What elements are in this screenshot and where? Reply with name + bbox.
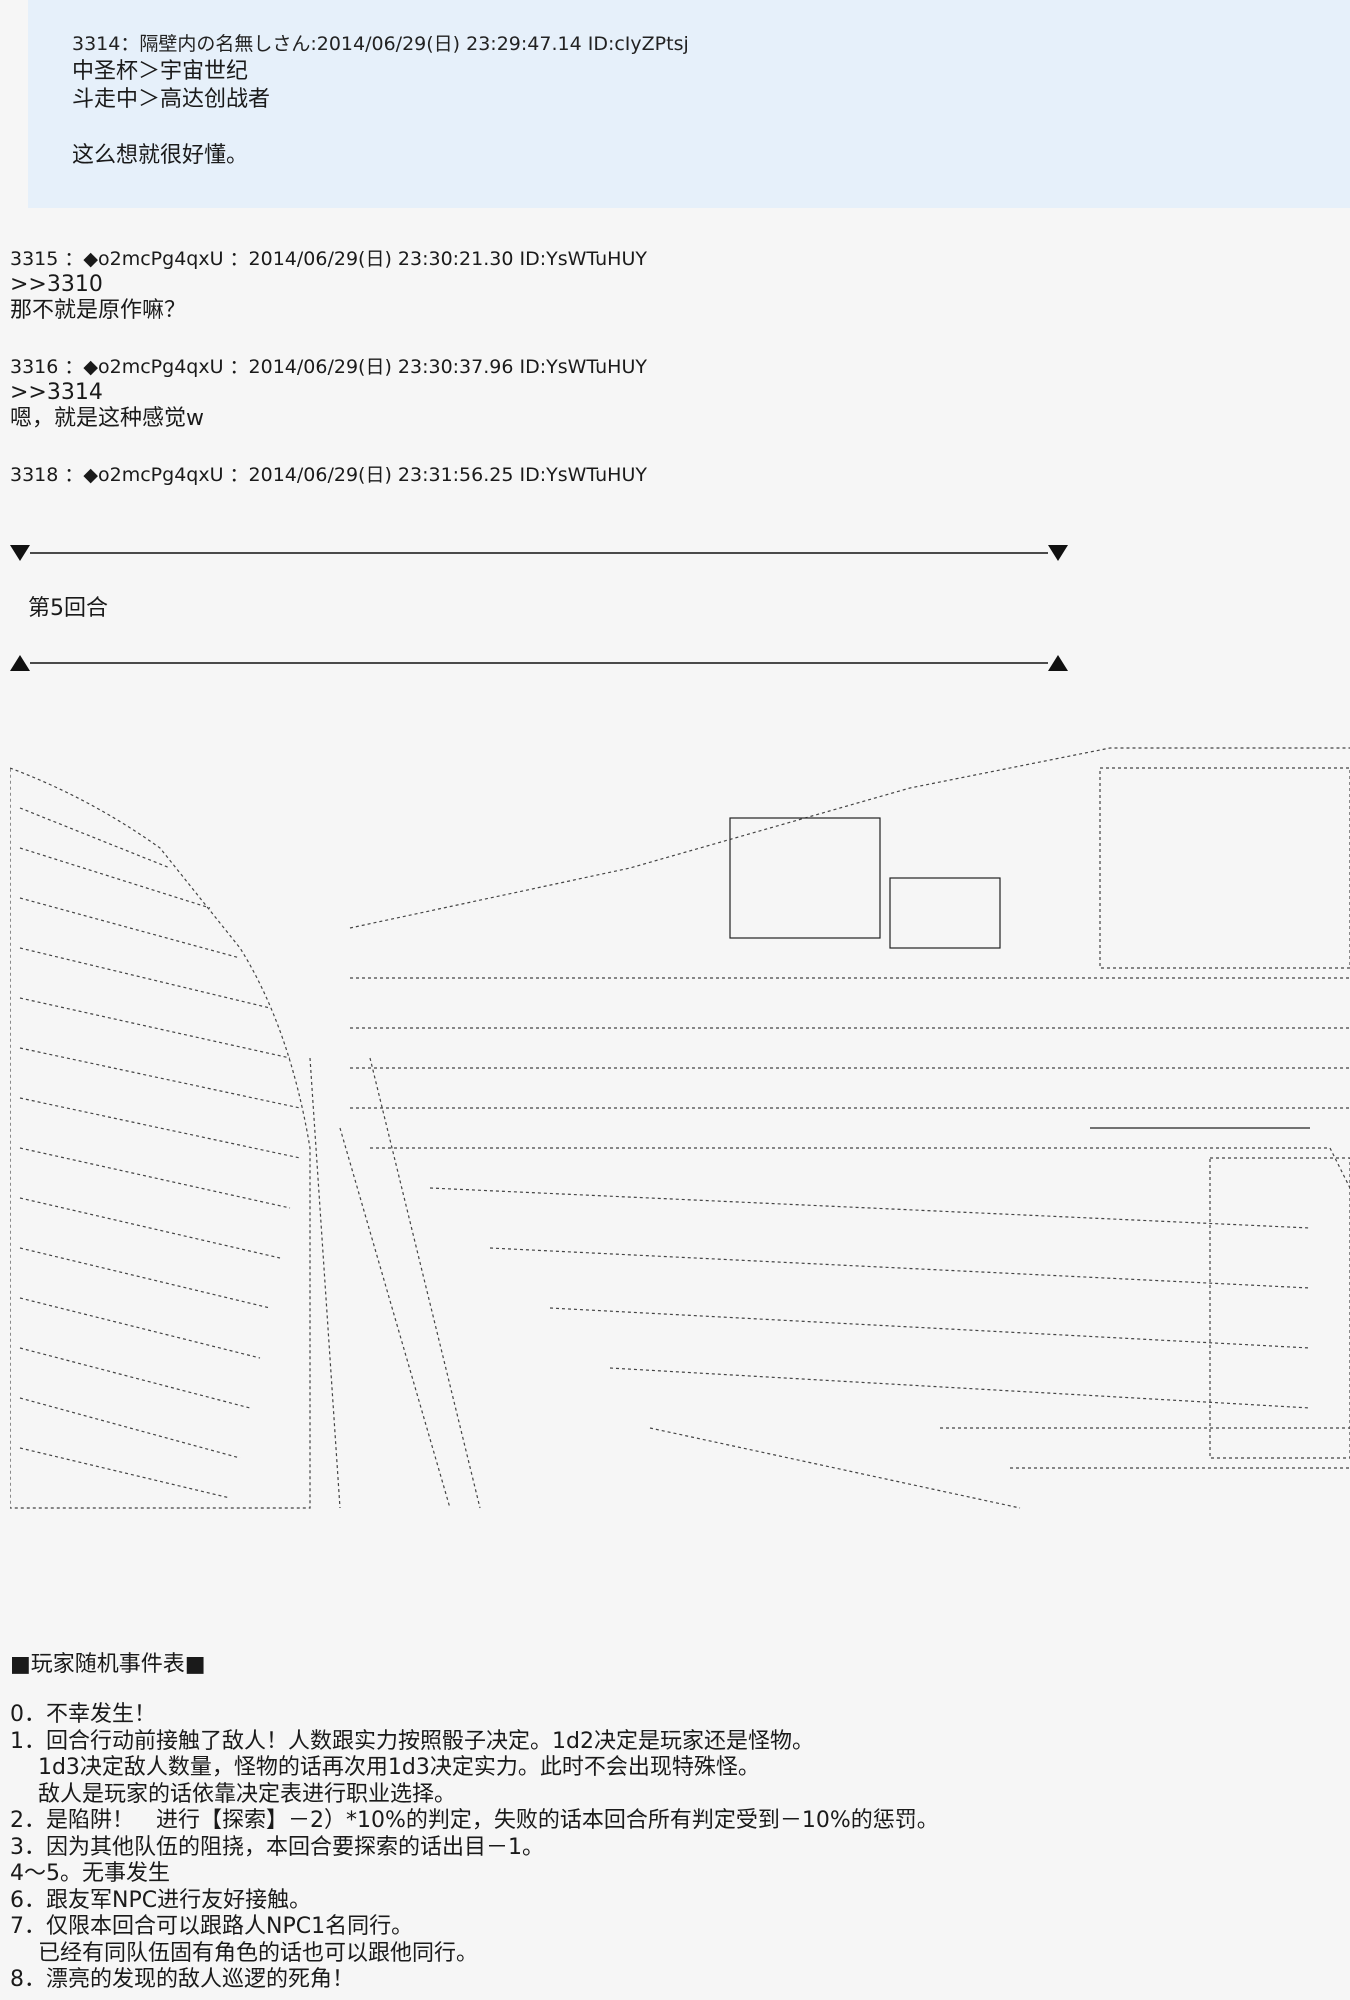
up-triangle-icon [10,655,30,671]
ascii-art-ruins-illustration [10,747,1350,1509]
event-item: 4～5。无事发生 [10,1861,170,1886]
quoted-post-line: 中圣杯＞宇宙世纪 [72,59,249,84]
post-3318: 3318 ：◆o2mcPg4qxU ：2014/06/29(日) 23:31:5… [10,462,647,488]
event-item: 已经有同队伍固有角色的话也可以跟他同行。 [10,1940,478,1966]
event-item: 7．仅限本回合可以跟路人NPC1名同行。 [10,1914,414,1939]
reply-anchor-link[interactable]: >>3310 [10,272,103,297]
round-title: 第5回合 [28,596,108,621]
post-header: 3316 ：◆o2mcPg4qxU ：2014/06/29(日) 23:30:3… [10,356,647,378]
event-list: 0．不幸发生！ 1．回合行动前接触了敌人！人数跟实力按照骰子决定。1d2决定是玩… [10,1702,939,1994]
reply-anchor-link[interactable]: >>3314 [10,380,103,405]
post-body: 嗯，就是这种感觉w [10,406,204,431]
event-item: 0．不幸发生！ [10,1702,156,1727]
event-item: 8．漂亮的发现的敌人巡逻的死角！ [10,1967,354,1992]
quoted-post-line: 这么想就很好懂。 [72,143,249,168]
divider-top [10,545,1068,561]
post-header: 3315 ：◆o2mcPg4qxU ：2014/06/29(日) 23:30:2… [10,248,647,270]
quoted-post-content: 3314：隔壁内の名無しさん:2014/06/29(日) 23:29:47.14… [72,30,689,170]
event-item: 敌人是玩家的话依靠决定表进行职业选择。 [10,1781,456,1807]
post-header: 3318 ：◆o2mcPg4qxU ：2014/06/29(日) 23:31:5… [10,464,647,486]
divider-bottom [10,655,1068,671]
event-item: 3．因为其他队伍的阻挠，本回合要探索的话出目－1。 [10,1834,544,1860]
event-item: 1d3决定敌人数量，怪物的话再次用1d3决定实力。此时不会出现特殊怪。 [10,1755,760,1780]
event-table-title: ■玩家随机事件表■ [10,1652,206,1677]
post-body: 那不就是原作嘛？ [10,298,187,323]
quoted-post-line: ​ [72,114,689,142]
event-item: 6．跟友军NPC进行友好接触。 [10,1887,312,1913]
down-triangle-icon [10,545,30,561]
quoted-post-header: 3314：隔壁内の名無しさん:2014/06/29(日) 23:29:47.14… [72,33,689,55]
post-3316: 3316 ：◆o2mcPg4qxU ：2014/06/29(日) 23:30:3… [10,354,647,432]
event-item: 2．是陷阱！ 进行【探索】－2）*10%的判定，失败的话本回合所有判定受到－10… [10,1808,939,1833]
quoted-post: 3314：隔壁内の名無しさん:2014/06/29(日) 23:29:47.14… [28,0,1350,208]
up-triangle-icon [1048,655,1068,671]
event-item: 1．回合行动前接触了敌人！人数跟实力按照骰子决定。1d2决定是玩家还是怪物。 [10,1728,814,1754]
post-3315: 3315 ：◆o2mcPg4qxU ：2014/06/29(日) 23:30:2… [10,246,647,324]
quoted-post-line: 斗走中＞高达创战者 [72,87,271,112]
down-triangle-icon [1048,545,1068,561]
